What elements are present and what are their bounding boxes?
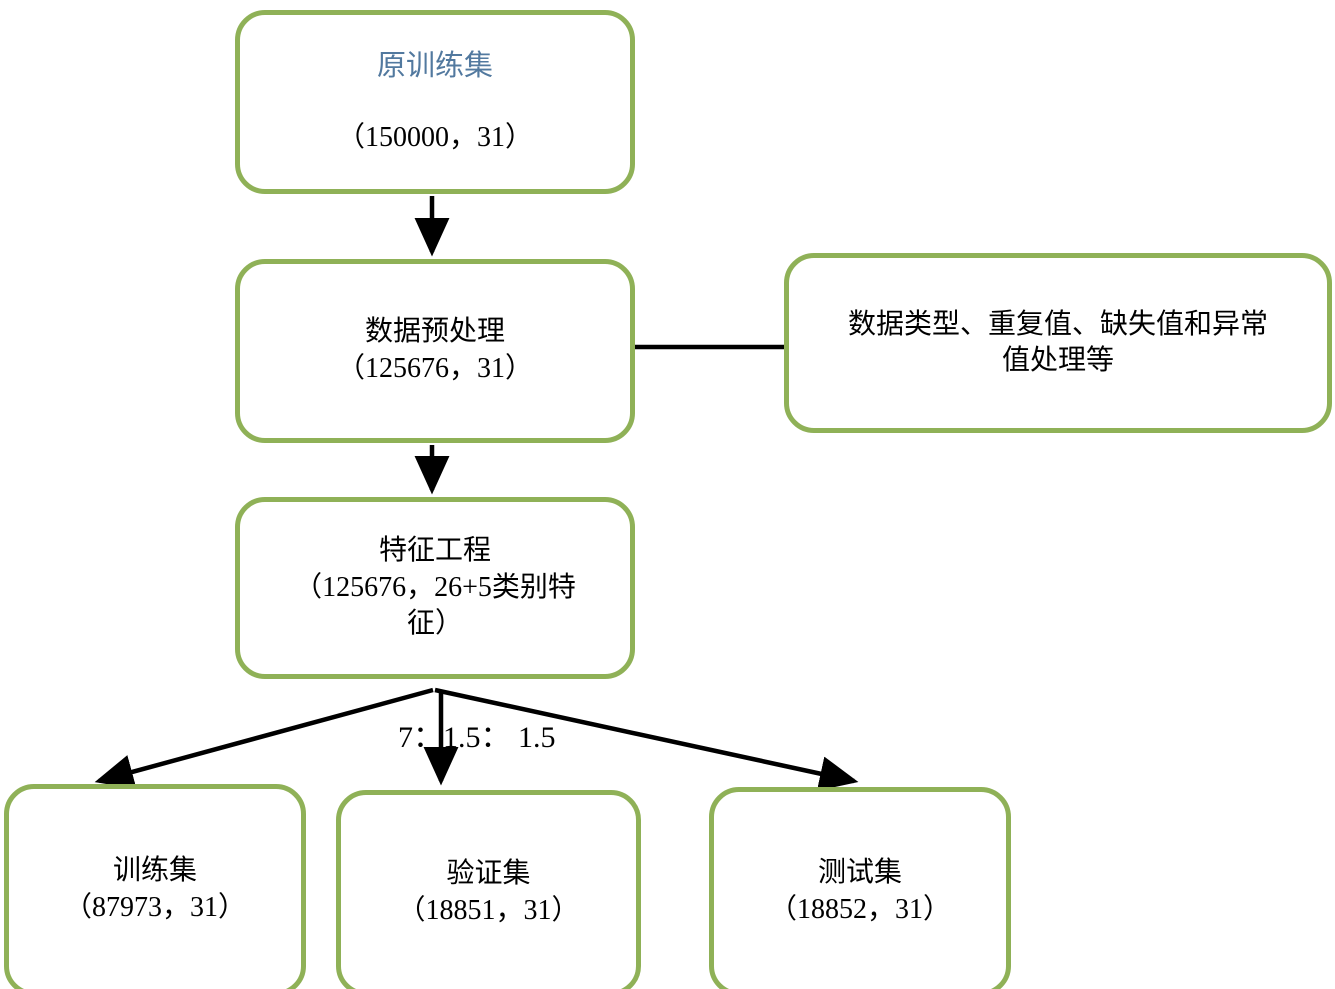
node-original-training-set[interactable]: 原训练集 （150000，31） [235,10,635,194]
node-training-set-shape: （87973，31） [63,892,246,923]
node-feature-engineering-title: 特征工程 [378,534,491,566]
node-feature-engineering-shape-line1: （125676，26+5类别特 [294,571,576,603]
node-training-set-title: 训练集 [112,855,197,887]
node-test-set[interactable]: 测试集 （18852，31） [709,787,1011,989]
node-feature-engineering[interactable]: 特征工程 （125676，26+5类别特 征） [235,497,635,679]
node-preprocessing-detail-line2: 值处理等 [1001,345,1114,376]
node-preprocessing-detail-line1: 数据类型、重复值、缺失值和异常 [847,308,1268,340]
node-original-training-set-title: 原训练集 [376,50,493,83]
node-data-preprocessing[interactable]: 数据预处理 （125676，31） [235,259,635,443]
node-training-set[interactable]: 训练集 （87973，31） [4,784,306,989]
node-feature-engineering-shape-line2: 征） [406,608,463,640]
split-ratio-label: 7：1.5： 1.5 [398,721,556,754]
node-original-training-set-shape: （150000，31） [336,121,533,153]
node-data-preprocessing-shape: （125676，31） [336,353,533,384]
node-preprocessing-detail-note[interactable]: 数据类型、重复值、缺失值和异常 值处理等 [784,253,1332,433]
node-validation-set-shape: （18851，31） [397,895,580,926]
node-validation-set[interactable]: 验证集 （18851，31） [336,790,641,989]
edge-featureeng-to-trainset [94,687,434,789]
node-data-preprocessing-title: 数据预处理 [364,316,505,348]
node-validation-set-title: 验证集 [446,858,531,890]
node-test-set-title: 测试集 [817,856,902,888]
node-test-set-shape: （18852，31） [768,893,951,925]
